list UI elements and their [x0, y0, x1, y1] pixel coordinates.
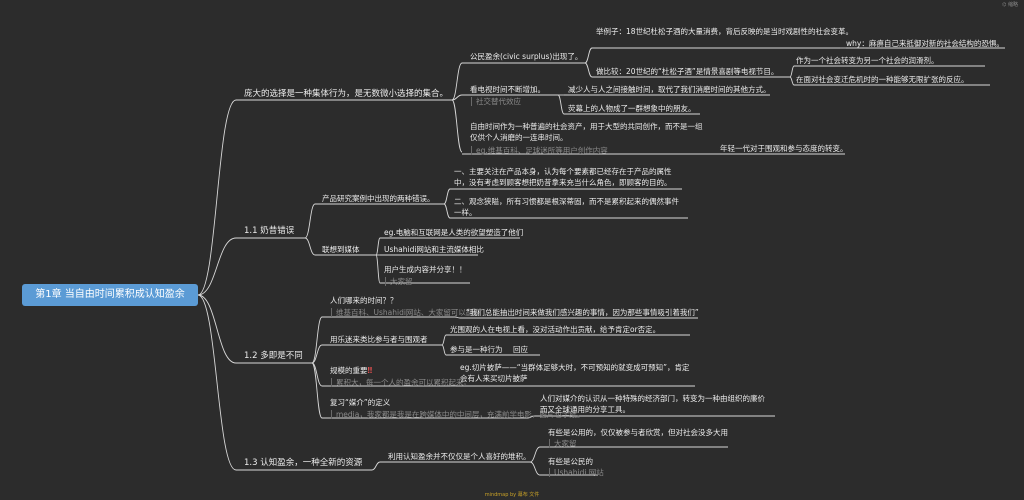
- note-social-substitution: 社交替代效应: [471, 97, 521, 106]
- topic-ushahidi[interactable]: Ushahidi网站和主流媒体相比: [384, 245, 484, 254]
- connector: [197, 99, 237, 296]
- connector: [527, 415, 535, 419]
- topic-communal[interactable]: 有些是公用的，仅仅被参与者欣赏，但对社会没多大用: [548, 428, 728, 437]
- topic-crisis-reaction[interactable]: 在面对社会变迁危机时的一种能够无限扩张的反应。: [796, 75, 969, 84]
- note-wiki-ushahidi: 维基百科、Ushahidi网站、大家留可以翻身: [331, 308, 481, 317]
- topic-young-generation[interactable]: 年轻一代对于围观和参与态度的转变。: [720, 144, 848, 153]
- topic-ugc-share[interactable]: 用户生成内容并分享！！: [384, 265, 467, 274]
- topic-computer-internet[interactable]: eg.电脑和互联网是人类的欲望塑造了他们: [384, 228, 524, 237]
- connector: [441, 334, 447, 346]
- branch-collective-choice[interactable]: 庞大的选择是一种集体行为，是无数微小选择的集合。: [244, 89, 449, 99]
- topic-pizza-example[interactable]: eg.切片披萨——“当群体足够大时，不可预知的就变成可预知”，肯定会有人来买切片…: [460, 363, 690, 383]
- connector: [789, 65, 795, 78]
- note-media: media，我家都是我是在跨媒体中的中间层，充满前学电影，图片也学纸。: [331, 410, 584, 419]
- topic-where-time[interactable]: 人们哪来的时间？？: [330, 296, 398, 305]
- topic-media-definition[interactable]: 复习“媒介”的定义: [330, 398, 391, 407]
- connector: [375, 237, 381, 256]
- topic-gin-example[interactable]: 举例子：18世纪杜松子酒的大量消费，背后反映的是当时戏剧性的社会变革。: [596, 27, 854, 36]
- connector: [197, 237, 237, 296]
- topic-mistake-two[interactable]: 二、观念狭隘，所有习惯都是根深蒂固，而不是累积起来的偶然事件一样。: [454, 197, 679, 217]
- connector: [454, 316, 461, 319]
- topic-civic[interactable]: 有些是公民的: [548, 457, 593, 466]
- branch-new-resource[interactable]: 1.3 认知盈余，一种全新的资源: [244, 458, 363, 468]
- topic-civic-surplus[interactable]: 公民盈余(civic surplus)出现了。: [470, 52, 583, 61]
- topic-fans-analogy[interactable]: 用乐迷来类比参与者与围观者: [330, 335, 428, 344]
- connector: [529, 461, 541, 476]
- topic-always-find-time[interactable]: “我们总能抽出时间来做我们感兴趣的事情，因为那些事情吸引着我们”: [466, 308, 699, 317]
- topic-watchers[interactable]: 光围观的人在电视上看，没对活动作出贡献，给予肯定or否定。: [450, 325, 661, 334]
- topic-lubricant[interactable]: 作为一个社会转变为另一个社会的润滑剂。: [796, 56, 939, 65]
- note-communal: 大家留: [549, 439, 577, 448]
- connector: [197, 294, 237, 364]
- connector: [375, 254, 381, 284]
- connector: [371, 461, 381, 471]
- topic-media-association[interactable]: 联想到媒体: [322, 245, 360, 254]
- topic-imaginary-friends[interactable]: 荧幕上的人物成了一群想象中的朋友。: [568, 104, 696, 113]
- topic-response[interactable]: 回应: [513, 345, 528, 354]
- connector: [443, 203, 451, 219]
- connector: [311, 362, 323, 419]
- connector: [451, 62, 463, 101]
- connector: [451, 99, 463, 153]
- connector: [443, 188, 451, 205]
- connector: [529, 446, 541, 463]
- connector: [304, 237, 316, 256]
- connector: [197, 294, 237, 471]
- connector: [584, 62, 593, 78]
- connector: [441, 344, 447, 356]
- outline-toggle-icon[interactable]: ⌬ 缩略: [1002, 2, 1018, 8]
- scale-label: 规模的重要: [330, 366, 368, 375]
- topic-free-time-asset[interactable]: 自由时间作为一种普遍的社会资产，用于大型的共同创作，而不是一组仅供个人消磨的一连…: [470, 122, 703, 142]
- connector: [311, 316, 323, 364]
- topic-reduce-contact[interactable]: 减少人与人之间接触时间，取代了我们消磨时间的其他方式。: [568, 85, 771, 94]
- branch-milkshake-mistake[interactable]: 1.1 奶昔错误: [244, 226, 295, 236]
- note-accumulation: 累积大，每一个人的盈余可以累积起来。: [331, 378, 471, 387]
- topic-tv-comparison[interactable]: 做比较：20世纪的“杜松子酒”是情景喜剧等电视节目。: [596, 67, 779, 76]
- double-exclamation-icon: ‼: [367, 366, 373, 375]
- topic-scale-matters[interactable]: 规模的重要‼: [330, 365, 372, 376]
- footer-credit: mindmap by 幕布 文件: [484, 492, 540, 498]
- topic-tv-time-increase[interactable]: 看电视时间不断增加。: [470, 85, 545, 94]
- topic-why-numb[interactable]: why：麻痹自己来抵御对新的社会结构的恐惧。: [846, 39, 1004, 48]
- root-topic[interactable]: 第1章 当自由时间累积成认知盈余: [22, 284, 198, 306]
- topic-two-mistakes[interactable]: 产品研究案例中出现的两种错误。: [322, 194, 435, 203]
- note-civic: Ushahidi 网站: [549, 468, 604, 477]
- topic-mistake-one[interactable]: 一、主要关注在产品本身，认为每个要素都已经存在于产品的属性中，没有考虑到顾客想把…: [454, 167, 672, 187]
- note-wikipedia: eg.维基百科、足球迷所等用户创作内容: [471, 146, 608, 155]
- connector: [311, 344, 323, 364]
- connector: [557, 94, 565, 115]
- connector: [584, 47, 593, 64]
- branch-more-is-different[interactable]: 1.2 多即是不同: [244, 351, 303, 361]
- topic-not-just-hobbies[interactable]: 利用认知盈余并不仅仅是个人喜好的堆积。: [388, 452, 531, 461]
- topic-media-sharing-tool[interactable]: 人们对媒介的认识从一种特殊的经济部门，转变为一种由组织的廉价而又全球通用的分享工…: [540, 394, 765, 414]
- topic-participation[interactable]: 参与是一种行为: [450, 345, 503, 354]
- connector: [789, 76, 795, 86]
- connector: [451, 94, 463, 101]
- note-daliu: 大家留: [385, 277, 413, 286]
- connector: [304, 203, 316, 239]
